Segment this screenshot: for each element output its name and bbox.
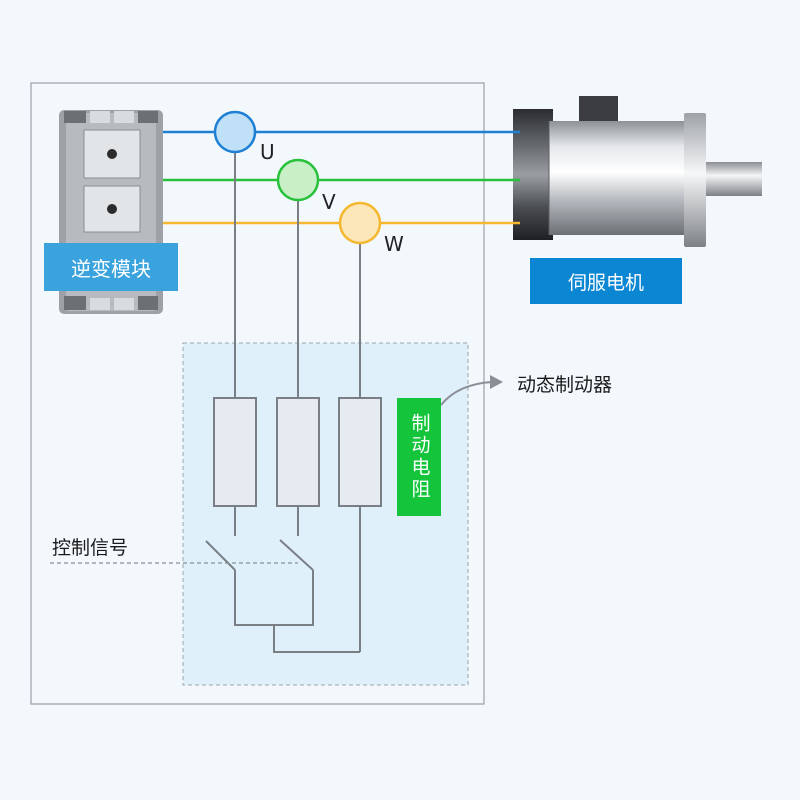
braking-resistor-label: 制动电阻 [397,398,441,516]
drive-enclosure [30,82,485,705]
sensor-u [213,110,257,154]
resistor-w [338,397,382,507]
inverter-module-text: 逆变模块 [71,256,151,281]
sensor-w [338,201,382,245]
brake-wiring [205,132,361,653]
phase-v-label: V [322,190,336,214]
phase-lines [163,130,520,225]
dynamic-brake-label: 动态制动器 [517,374,613,396]
current-sensors [213,110,382,245]
brake-resistors [213,397,382,507]
servo-motor-label: 伺服电机 [530,258,682,304]
inverter-module-label: 逆变模块 [44,243,178,291]
control-signal-label: 控制信号 [52,537,129,559]
braking-resistor-text: 制动电阻 [408,413,431,501]
servo-motor-text: 伺服电机 [567,271,644,294]
phase-u-label: U [260,140,275,164]
pointer-arrowhead [490,375,503,389]
phase-w-label: W [384,232,404,256]
dynamic-brake-pointer [440,381,493,406]
resistor-u [213,397,257,507]
resistor-v [276,397,320,507]
servo-motor-graphic [513,96,762,247]
sensor-v [276,158,320,202]
